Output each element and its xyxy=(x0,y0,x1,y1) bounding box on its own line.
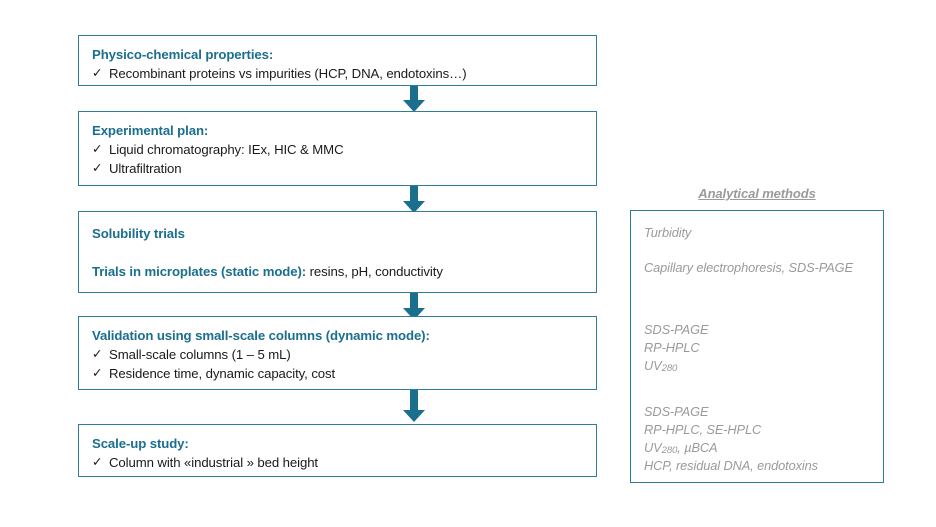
analytical-methods-header: Analytical methods xyxy=(698,186,816,201)
flow-step-title: Solubility trials xyxy=(92,226,185,241)
checkmark-icon: ✓ xyxy=(92,455,103,469)
flow-step-bullet: ✓ Liquid chromatography: IEx, HIC & MMC xyxy=(92,140,583,159)
method-text: UV xyxy=(644,440,662,455)
flow-step-bullet: ✓ Ultrafiltration xyxy=(92,159,583,178)
method-text: SDS-PAGE xyxy=(644,404,709,419)
method-item-rp-hplc: RP-HPLC xyxy=(644,339,700,357)
checkmark-icon: ✓ xyxy=(92,66,103,80)
flow-step-experimental-plan[interactable]: Experimental plan: ✓ Liquid chromatograp… xyxy=(78,111,597,186)
flow-step-bullet: ✓ Small-scale columns (1 – 5 mL) xyxy=(92,345,583,364)
method-item-rp-hplc-se-hplc: RP-HPLC, SE-HPLC xyxy=(644,421,761,439)
flow-step-bullet-text: Ultrafiltration xyxy=(109,161,182,176)
spacer xyxy=(92,243,583,262)
flow-step-physico-chemical-properties[interactable]: Physico-chemical properties: ✓ Recombina… xyxy=(78,35,597,86)
method-text: HCP, residual DNA, endotoxins xyxy=(644,458,818,473)
checkmark-icon: ✓ xyxy=(92,142,103,156)
checkmark-icon: ✓ xyxy=(92,161,103,175)
flow-step-bullet-text: Liquid chromatography: IEx, HIC & MMC xyxy=(109,142,344,157)
flow-step-title: Validation using small-scale columns (dy… xyxy=(92,328,430,343)
method-item-uv280-1: UV280 xyxy=(644,357,677,377)
flow-step-title: Physico-chemical properties: xyxy=(92,47,274,62)
method-text: Capillary electrophoresis, SDS-PAGE xyxy=(644,260,853,275)
method-text: RP-HPLC xyxy=(644,340,700,355)
flow-step-scale-up-study[interactable]: Scale-up study: ✓ Column with «industria… xyxy=(78,424,597,477)
method-text: UV xyxy=(644,358,662,373)
flow-arrow-4 xyxy=(403,390,425,424)
method-item-sds-page-1: SDS-PAGE xyxy=(644,321,708,339)
method-subscript: 280 xyxy=(661,363,678,374)
flow-step-bullet: ✓ Recombinant proteins vs impurities (HC… xyxy=(92,64,583,83)
method-text: SDS-PAGE xyxy=(644,322,709,337)
method-item-sds-page-2: SDS-PAGE xyxy=(644,403,708,421)
flow-step-bullet-text: Column with «industrial » bed height xyxy=(109,455,318,470)
flow-step-subtitle-plain: resins, pH, conductivity xyxy=(306,264,443,279)
method-item-hcp-dna-endotoxins: HCP, residual DNA, endotoxins xyxy=(644,457,818,475)
flow-step-bullet-text: Recombinant proteins vs impurities (HCP,… xyxy=(109,66,467,81)
flow-step-title: Experimental plan: xyxy=(92,123,209,138)
flow-step-subtitle-bold: Trials in microplates (static mode): xyxy=(92,264,307,279)
method-subscript: 280 xyxy=(661,445,678,456)
method-item-uv280-ubca: UV280, µBCA xyxy=(644,439,718,459)
method-item-turbidity: Turbidity xyxy=(644,224,691,242)
flow-arrow-2 xyxy=(403,186,425,213)
flow-step-validation-small-scale-columns[interactable]: Validation using small-scale columns (dy… xyxy=(78,316,597,390)
flow-step-bullet-text: Residence time, dynamic capacity, cost xyxy=(109,366,336,381)
checkmark-icon: ✓ xyxy=(92,347,103,361)
method-text-tail: , µBCA xyxy=(677,440,718,455)
flow-step-bullet: ✓ Column with «industrial » bed height xyxy=(92,453,583,472)
analytical-methods-panel: Turbidity Capillary electrophoresis, SDS… xyxy=(630,210,884,483)
flow-step-solubility-trials[interactable]: Solubility trials Trials in microplates … xyxy=(78,211,597,293)
method-text: RP-HPLC, SE-HPLC xyxy=(644,422,762,437)
method-text: Turbidity xyxy=(644,225,692,240)
checkmark-icon: ✓ xyxy=(92,366,103,380)
flow-step-subtitle: Trials in microplates (static mode): res… xyxy=(92,262,583,281)
flow-step-title: Scale-up study: xyxy=(92,436,189,451)
flow-step-bullet: ✓ Residence time, dynamic capacity, cost xyxy=(92,364,583,383)
flow-arrow-1 xyxy=(403,86,425,112)
flow-step-bullet-text: Small-scale columns (1 – 5 mL) xyxy=(109,347,291,362)
method-item-capillary-electrophoresis: Capillary electrophoresis, SDS-PAGE xyxy=(644,259,853,277)
